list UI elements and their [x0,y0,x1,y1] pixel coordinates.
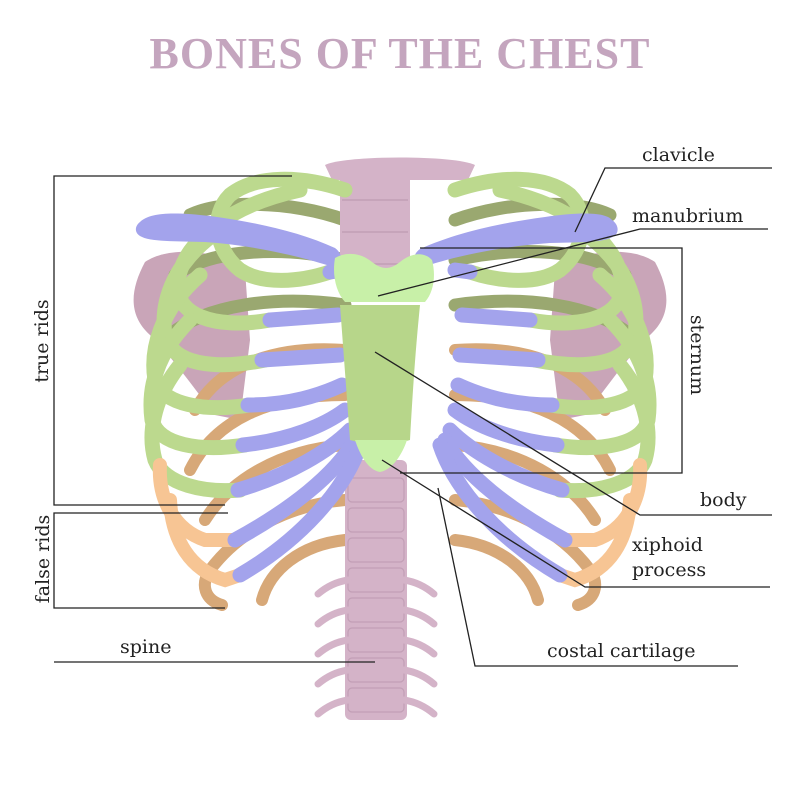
cartilage-segment [442,422,570,498]
right-clavicle [414,213,618,267]
sternum [334,253,434,472]
cartilage-segment [240,377,350,413]
body-leader [374,351,772,516]
vertebra [347,597,405,623]
page-title: BONES OF THE CHEST [149,29,651,78]
true-rib [144,357,248,499]
cartilage-segment [447,402,565,453]
label-false-ribs: false rids [32,514,54,604]
spine [314,157,475,720]
vertebra-process [314,666,352,688]
vertebra-process [400,696,438,718]
costal-cartilage [227,262,573,583]
sternum-body [340,305,420,448]
vertebra-process [400,636,438,658]
leader-lines [53,167,772,667]
vertebra [347,477,405,503]
left-clavicle [135,213,342,267]
false-rib [163,493,247,588]
xiphoid-process [355,440,407,472]
vertebra-process [400,606,438,628]
label-clavicle: clavicle [642,144,715,166]
vertebrae-group [314,199,438,718]
true-ribs-bracket [53,175,292,506]
costal-cartilage-leader [437,487,738,667]
cartilage-segment [230,422,358,498]
cartilage-segment [232,437,368,583]
vertebra [347,567,405,593]
vertebra [347,537,405,563]
back-rib [256,534,351,606]
cartilage-segment [447,262,478,280]
back-rib [198,494,351,611]
false-ribs-bracket [53,512,228,609]
label-spine: spine [120,636,172,658]
vertebra-process [314,696,352,718]
label-costal-cartilage: costal cartilage [547,640,696,662]
false-ribs [152,458,648,588]
cartilage-segment [450,377,560,413]
cartilage-segment [437,432,573,548]
back-rib [449,494,602,611]
cartilage-segment [262,307,346,328]
spine-column-upper [340,170,410,280]
vertebra-process [400,576,438,598]
cartilage-segment [227,432,363,548]
vertebra-process [314,576,352,598]
sternum-bracket [400,247,683,474]
vertebra [347,507,405,533]
cartilage-segment [235,402,353,453]
vertebra-process [314,636,352,658]
vertebra [347,687,405,713]
label-xiphoid-line1: xiphoid [632,534,703,556]
manubrium-leader [377,228,768,297]
label-body: body [700,489,747,511]
vertebra-process [400,666,438,688]
vertebra [347,627,405,653]
true-rib [552,357,656,499]
clavicle-leader [574,167,772,233]
xiphoid-leader [381,459,770,588]
cartilage-segment [254,347,348,368]
back-rib [449,534,544,606]
label-xiphoid-line2: process [632,559,707,581]
clavicles [135,213,618,267]
label-manubrium: manubrium [632,205,744,227]
false-rib [553,493,637,588]
cartilage-segment [432,437,568,583]
cartilage-segment [452,347,546,368]
label-sternum: sternum [686,314,708,396]
label-true-ribs: true rids [31,299,53,383]
vertebra-process [314,606,352,628]
cartilage-segment [454,307,538,328]
manubrium [334,253,434,302]
